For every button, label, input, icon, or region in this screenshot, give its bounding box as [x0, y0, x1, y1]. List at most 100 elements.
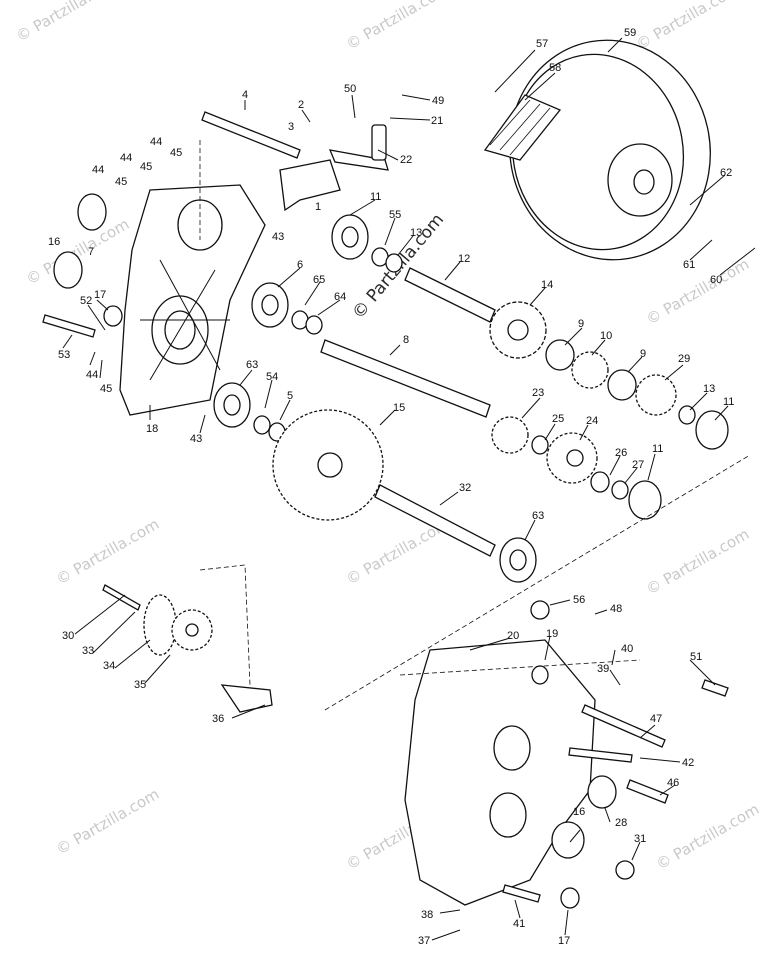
callout-22: 22 [400, 154, 412, 166]
callout-35: 35 [134, 679, 146, 691]
callout-37: 37 [418, 935, 430, 947]
seal [77, 193, 107, 231]
callout-45: 45 [170, 147, 182, 159]
callout-63: 63 [532, 510, 544, 522]
callout-49: 49 [432, 95, 444, 107]
callout-21: 21 [431, 115, 443, 127]
left-case [119, 184, 266, 416]
callout-53: 53 [58, 349, 70, 361]
callout-45: 45 [140, 161, 152, 173]
callout-45: 45 [115, 176, 127, 188]
watermark: © Partzilla.com [653, 800, 762, 873]
callout-1: 1 [315, 201, 321, 213]
callout-36: 36 [212, 713, 224, 725]
callout-6: 6 [297, 259, 303, 271]
callout-24: 24 [586, 415, 598, 427]
callout-44: 44 [92, 164, 104, 176]
callout-labels: 57 59 58 50 49 4 2 3 21 22 44 45 44 45 4… [48, 27, 734, 947]
reference-line [399, 659, 641, 676]
watermark: © Partzilla.com [53, 515, 162, 588]
callout-26: 26 [615, 447, 627, 459]
callout-54: 54 [266, 371, 278, 383]
callout-11: 11 [652, 443, 663, 455]
callout-19: 19 [546, 628, 558, 640]
seal [53, 251, 83, 289]
callout-42: 42 [682, 757, 694, 769]
callout-9: 9 [640, 348, 646, 360]
watermark: © Partzilla.com [643, 525, 752, 598]
callout-38: 38 [421, 909, 433, 921]
callout-63: 63 [246, 359, 258, 371]
watermark: © Partzilla.com [343, 0, 452, 53]
callout-17: 17 [558, 935, 570, 947]
callout-44: 44 [150, 136, 162, 148]
callout-29: 29 [678, 353, 690, 365]
callout-47: 47 [650, 713, 662, 725]
reference-line [324, 454, 751, 711]
shift-assembly [201, 111, 389, 212]
right-case [404, 600, 729, 909]
callout-65: 65 [313, 274, 325, 286]
callout-10: 10 [600, 330, 612, 342]
callout-17: 17 [94, 289, 106, 301]
callout-44: 44 [120, 152, 132, 164]
callout-32: 32 [459, 482, 471, 494]
callout-44: 44 [86, 369, 98, 381]
callout-31: 31 [634, 833, 646, 845]
callout-64: 64 [334, 291, 346, 303]
callout-33: 33 [82, 645, 94, 657]
leader-lines [62, 37, 756, 941]
gears [272, 301, 729, 521]
callout-51: 51 [690, 651, 702, 663]
callout-25: 25 [552, 413, 564, 425]
callout-40: 40 [621, 643, 633, 655]
callout-5: 5 [287, 390, 293, 402]
callout-43: 43 [190, 433, 202, 445]
callout-62: 62 [720, 167, 732, 179]
callout-45: 45 [100, 383, 112, 395]
callout-61: 61 [683, 259, 695, 271]
callout-16: 16 [48, 236, 60, 248]
callout-4: 4 [242, 89, 248, 101]
callout-2: 2 [298, 99, 304, 111]
callout-27: 27 [632, 459, 644, 471]
callout-58: 58 [549, 62, 561, 74]
sprocket-chain [102, 564, 273, 713]
callout-8: 8 [403, 334, 409, 346]
callout-56: 56 [573, 594, 585, 606]
bushing [103, 305, 123, 327]
watermark: © Partzilla.com [13, 0, 122, 45]
callout-46: 46 [667, 777, 679, 789]
callout-20: 20 [507, 630, 519, 642]
watermark: © Partzilla.com [643, 255, 752, 328]
callout-57: 57 [536, 38, 548, 50]
bolt [42, 314, 96, 338]
callout-7: 7 [88, 246, 94, 258]
callout-60: 60 [710, 274, 722, 286]
callout-39: 39 [597, 663, 609, 675]
callout-11: 11 [370, 191, 381, 203]
shafts [213, 214, 537, 583]
callout-28: 28 [615, 817, 627, 829]
callout-18: 18 [146, 423, 158, 435]
callout-59: 59 [624, 27, 636, 39]
callout-15: 15 [393, 402, 405, 414]
callout-3: 3 [288, 121, 294, 133]
callout-16: 16 [573, 806, 585, 818]
callout-12: 12 [458, 253, 470, 265]
callout-14: 14 [541, 279, 553, 291]
callout-13: 13 [703, 383, 715, 395]
drive-pulley [483, 39, 711, 261]
watermark: © Partzilla.com [633, 0, 742, 53]
callout-9: 9 [578, 318, 584, 330]
callout-11: 11 [723, 396, 734, 408]
callout-23: 23 [532, 387, 544, 399]
watermark: © Partzilla.com [53, 785, 162, 858]
callout-55: 55 [389, 209, 401, 221]
callout-50: 50 [344, 83, 356, 95]
callout-13: 13 [410, 227, 422, 239]
callout-52: 52 [80, 295, 92, 307]
callout-43: 43 [272, 231, 284, 243]
callout-34: 34 [103, 660, 115, 672]
